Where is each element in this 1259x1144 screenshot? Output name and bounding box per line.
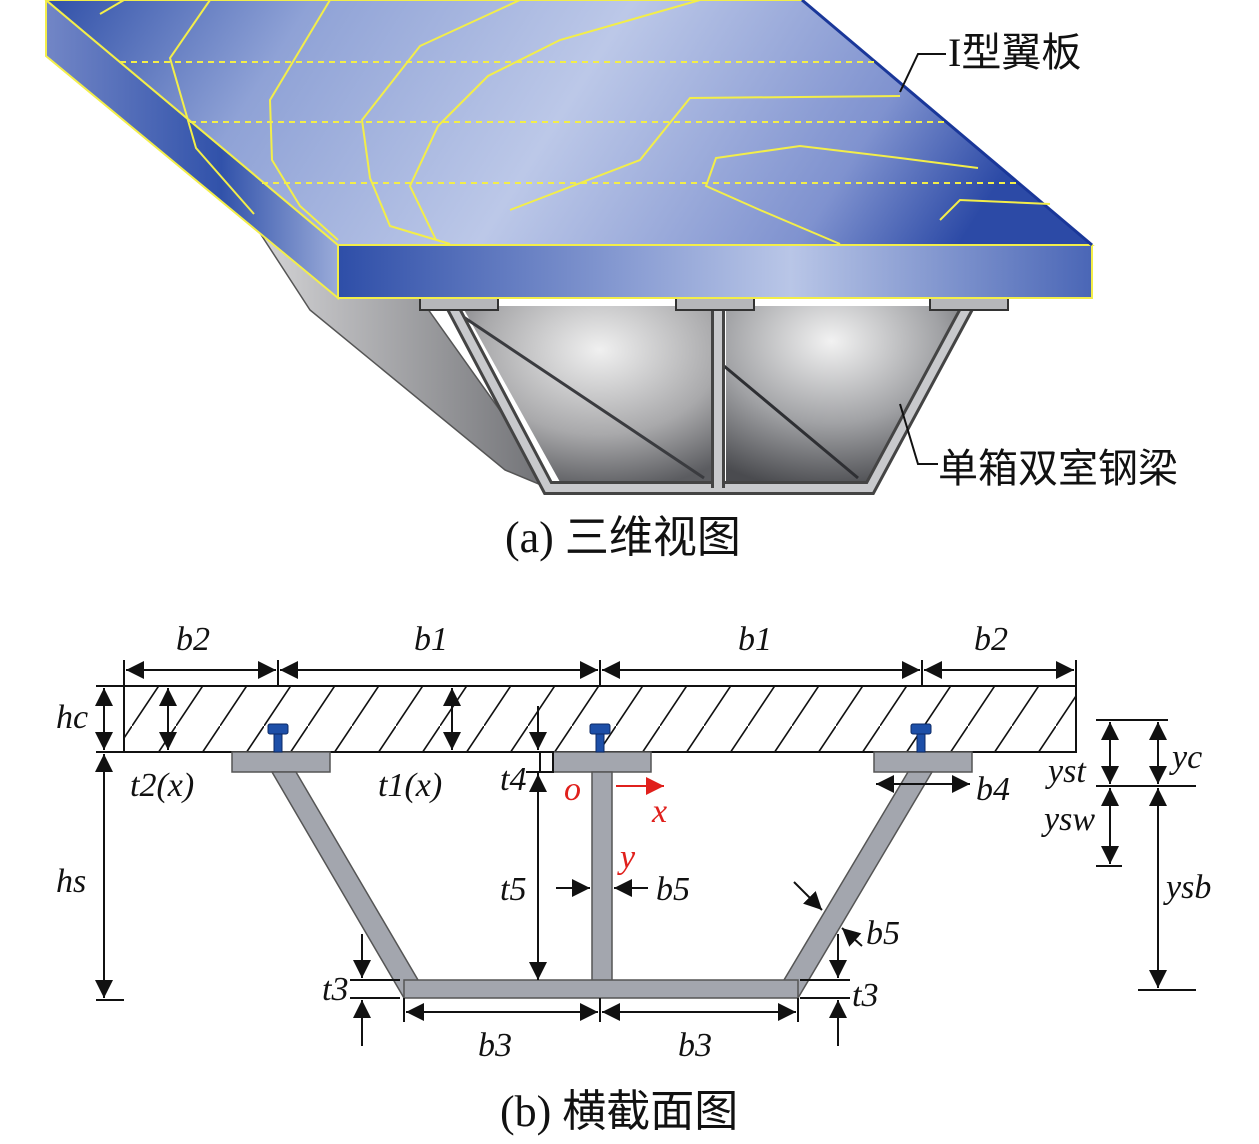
caption-3d-view: (a) 三维视图 [505, 513, 741, 562]
label-b2-right: b2 [974, 621, 1008, 658]
label-b4: b4 [976, 771, 1010, 808]
stress-contours [99, 0, 1051, 245]
label-b3-right: b3 [678, 1027, 712, 1064]
label-t1x: t1(x) [378, 767, 442, 804]
label-b1-left: b1 [414, 621, 448, 658]
section-web-right [783, 771, 934, 1000]
label-hc: hc [56, 699, 88, 736]
section-bottom-flange [403, 979, 799, 999]
three-d-view: I型翼板 单箱双室钢梁 (a) 三维视图 [44, 0, 1178, 562]
slab-dashed-lines [120, 61, 1016, 184]
label-t2x: t2(x) [130, 767, 194, 804]
section-flange-right [873, 751, 973, 773]
label-b1-right: b1 [738, 621, 772, 658]
label-yst: yst [1045, 753, 1087, 790]
label-ysw: ysw [1041, 801, 1095, 838]
cross-section: b2 b1 b1 b2 hc hs t2(x) t1(x) t4 o x y t… [56, 621, 1211, 1136]
label-b3-left: b3 [478, 1027, 512, 1064]
callout-leader-flange [899, 53, 946, 93]
label-t3-left: t3 [322, 971, 348, 1008]
section-web-left [270, 771, 419, 1000]
label-t3-right: t3 [852, 977, 878, 1014]
section-steel [231, 751, 973, 1000]
section-web-middle [591, 771, 613, 983]
girder-cell-right [726, 306, 960, 482]
label-yc: yc [1169, 739, 1202, 776]
label-hs: hs [56, 863, 86, 900]
dimension-lines [95, 660, 1196, 1046]
slab-front-face [337, 244, 1093, 299]
shear-connectors [267, 723, 932, 753]
label-b2-left: b2 [176, 621, 210, 658]
section-flange-left [231, 751, 331, 773]
section-labels: b2 b1 b1 b2 hc hs t2(x) t1(x) t4 o x y t… [56, 621, 1211, 1064]
label-b5-web: b5 [656, 871, 690, 908]
label-t5: t5 [500, 871, 526, 908]
label-origin: o [564, 771, 581, 808]
callout-flange: I型翼板 [948, 30, 1081, 75]
caption-cross-section: (b) 横截面图 [500, 1087, 738, 1136]
label-ysb: ysb [1163, 869, 1211, 906]
label-t4: t4 [500, 761, 526, 798]
girder-cell-left [462, 306, 712, 482]
callout-girder: 单箱双室钢梁 [938, 446, 1178, 491]
label-b5-side: b5 [866, 915, 900, 952]
section-flange-middle [552, 751, 652, 773]
callout-leader-girder [899, 403, 938, 465]
label-axis-x: x [651, 793, 667, 830]
label-axis-y: y [617, 839, 636, 876]
